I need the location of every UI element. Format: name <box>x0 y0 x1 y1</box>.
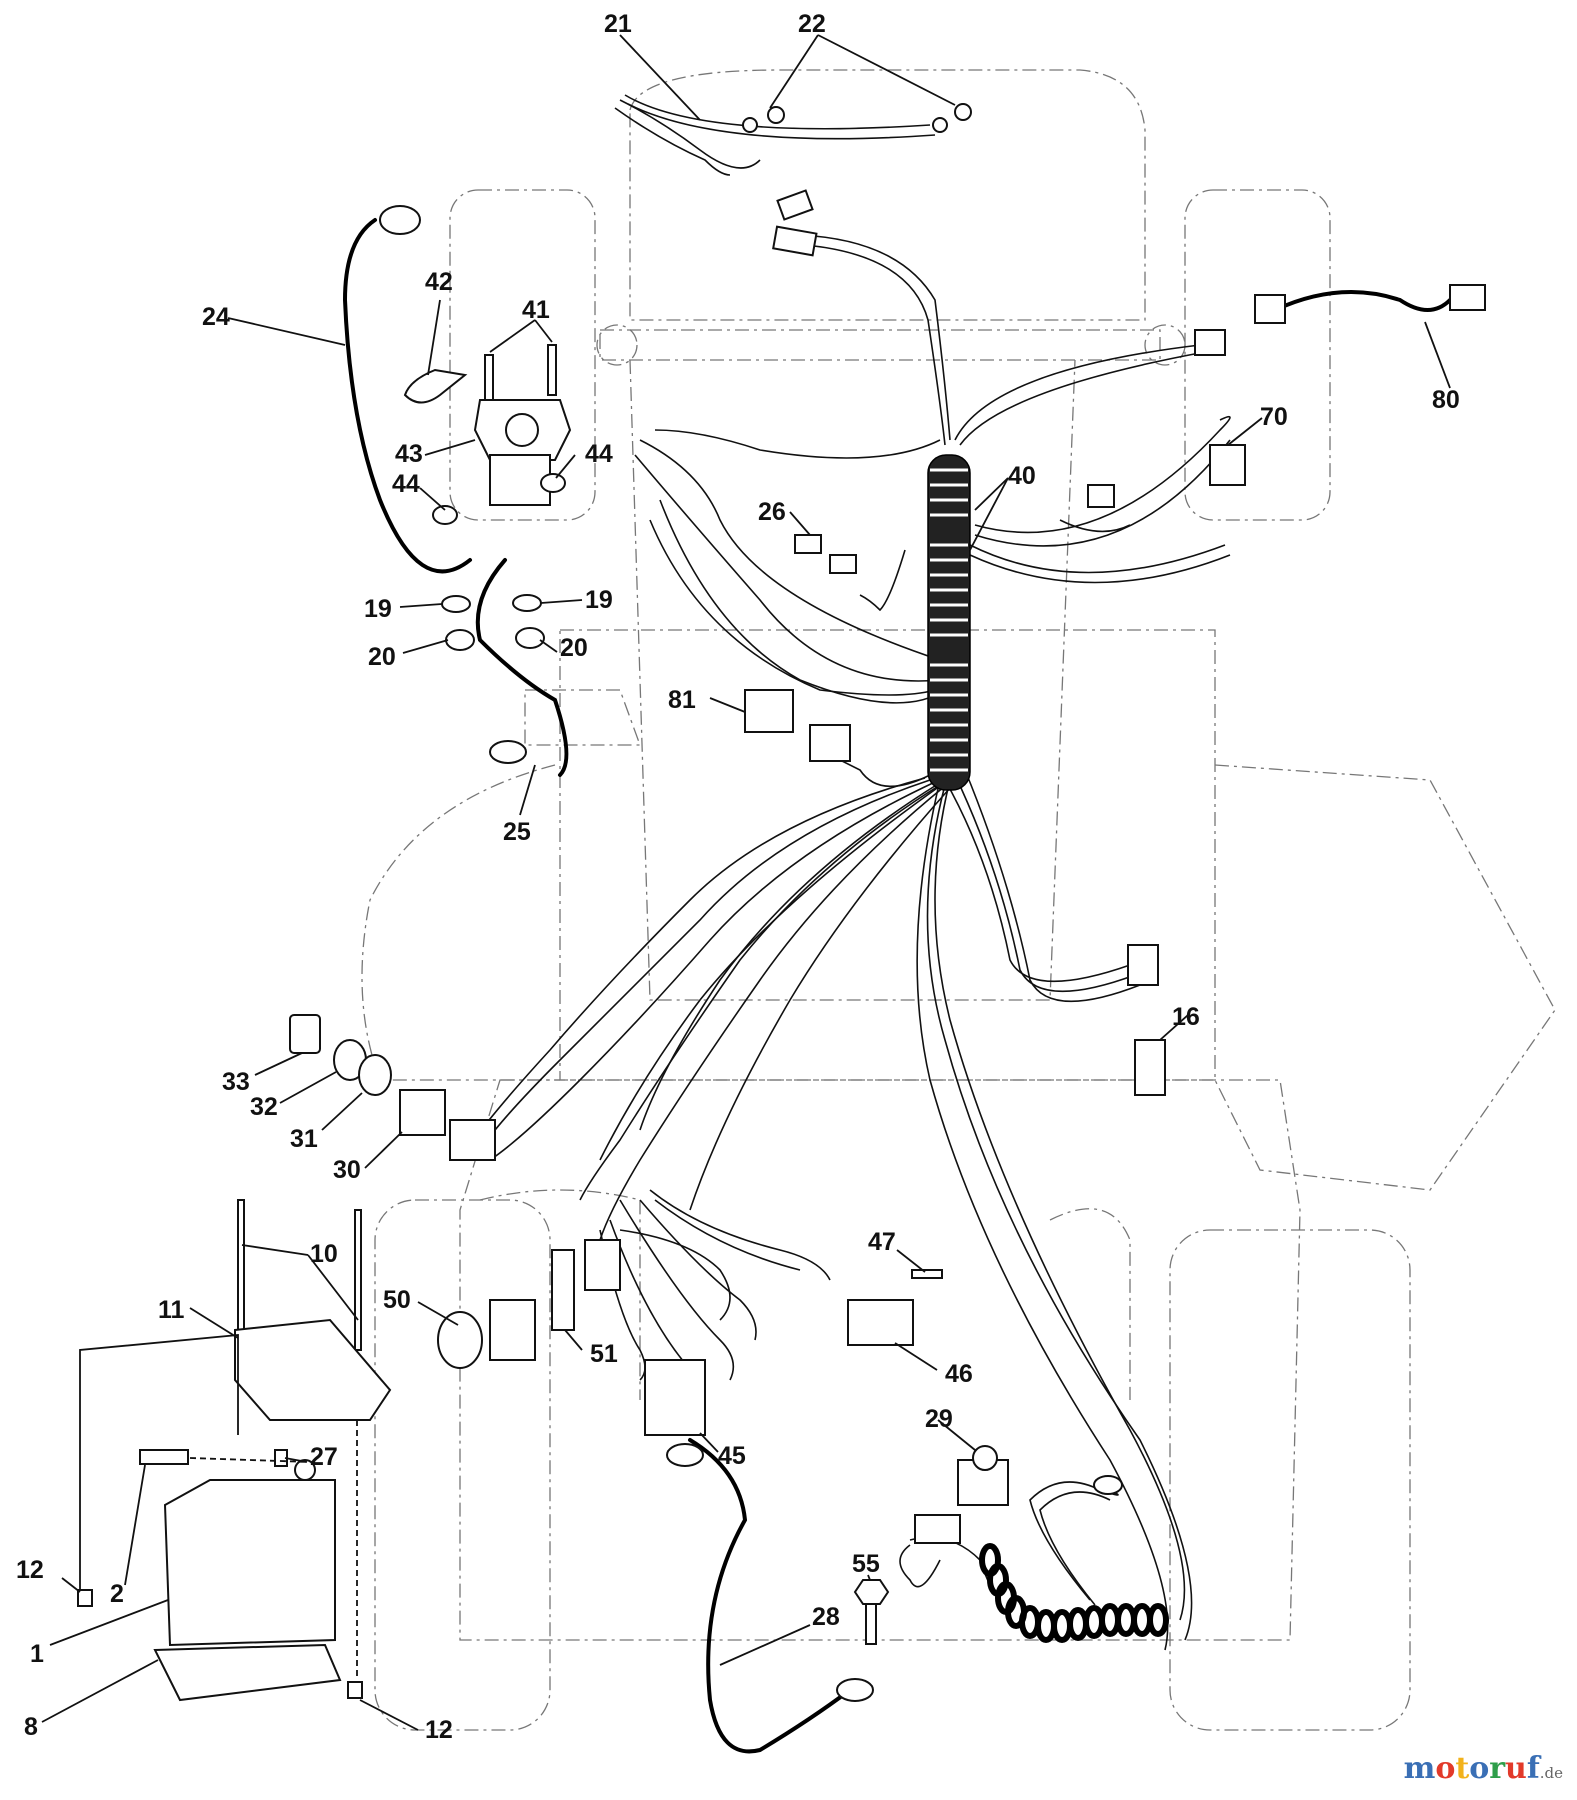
callout-42: 42 <box>425 268 453 296</box>
callout-30: 30 <box>333 1156 361 1184</box>
callout-2: 2 <box>110 1580 124 1608</box>
callout-45: 45 <box>718 1442 746 1470</box>
leader-lines <box>41 34 1451 1731</box>
callout-19-left: 19 <box>364 595 392 623</box>
callout-43: 43 <box>395 440 423 468</box>
callout-labels: 21 22 24 42 41 43 44 44 19 19 20 20 25 2… <box>16 10 1460 1744</box>
callout-16: 16 <box>1172 1003 1200 1031</box>
callout-55: 55 <box>852 1550 880 1578</box>
watermark-name: motoruf <box>1403 1751 1540 1786</box>
callout-25: 25 <box>503 818 531 846</box>
callout-26: 26 <box>758 498 786 526</box>
callout-40: 40 <box>1008 462 1036 490</box>
parts <box>77 103 1486 1702</box>
callout-10: 10 <box>310 1240 338 1268</box>
callout-19-right: 19 <box>585 586 613 614</box>
callout-20-right: 20 <box>560 634 588 662</box>
callout-41: 41 <box>522 296 550 324</box>
callout-22: 22 <box>798 10 826 38</box>
harness-wires <box>469 94 1231 1651</box>
callout-80: 80 <box>1432 386 1460 414</box>
harness-sleeve <box>927 454 971 791</box>
callout-27: 27 <box>310 1443 338 1471</box>
callout-47: 47 <box>868 1228 896 1256</box>
tractor-outline <box>361 69 1556 1731</box>
callout-21: 21 <box>604 10 632 38</box>
wire-80 <box>1273 290 1452 312</box>
callout-46: 46 <box>945 1360 973 1388</box>
battery-cables <box>342 218 852 1754</box>
callout-28: 28 <box>812 1603 840 1631</box>
callout-1: 1 <box>30 1640 44 1668</box>
watermark-logo: motoruf.de <box>1404 1751 1563 1786</box>
callout-12-left: 12 <box>16 1556 44 1584</box>
callout-24: 24 <box>202 303 230 331</box>
callout-51: 51 <box>590 1340 618 1368</box>
coiled-cord <box>899 1481 1169 1643</box>
callout-50: 50 <box>383 1286 411 1314</box>
callout-44-left: 44 <box>392 470 420 498</box>
callout-32: 32 <box>250 1093 278 1121</box>
callout-11: 11 <box>158 1296 185 1324</box>
callout-8: 8 <box>24 1713 38 1741</box>
callout-33: 33 <box>222 1068 250 1096</box>
callout-12-right: 12 <box>425 1716 453 1744</box>
callout-44-right: 44 <box>585 440 613 468</box>
callout-29: 29 <box>925 1405 953 1433</box>
callout-70: 70 <box>1260 403 1288 431</box>
callout-81: 81 <box>668 686 696 714</box>
watermark-tld: .de <box>1539 1764 1563 1782</box>
callout-20-left: 20 <box>368 643 396 671</box>
callout-31: 31 <box>290 1125 318 1153</box>
